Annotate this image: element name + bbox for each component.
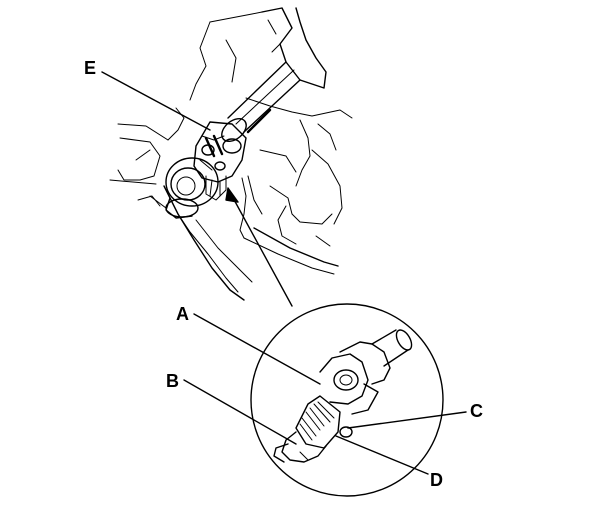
steering-shaft-upper xyxy=(221,61,301,143)
universal-joint-upper xyxy=(193,121,247,201)
callout-e: E xyxy=(84,58,97,78)
callout-b: B xyxy=(166,371,179,391)
leader-e xyxy=(101,71,211,131)
callout-c: C xyxy=(470,401,483,421)
callout-a: A xyxy=(176,304,189,324)
callout-d: D xyxy=(430,470,443,490)
leader-b xyxy=(183,379,297,445)
detail-view xyxy=(250,303,444,497)
leader-c xyxy=(347,411,467,429)
gear-housing xyxy=(149,157,219,219)
engine-bay-background xyxy=(109,7,353,301)
detail-arrow xyxy=(231,195,293,307)
leader-a xyxy=(193,313,321,385)
leader-lines xyxy=(101,71,467,475)
leader-d xyxy=(335,435,429,475)
